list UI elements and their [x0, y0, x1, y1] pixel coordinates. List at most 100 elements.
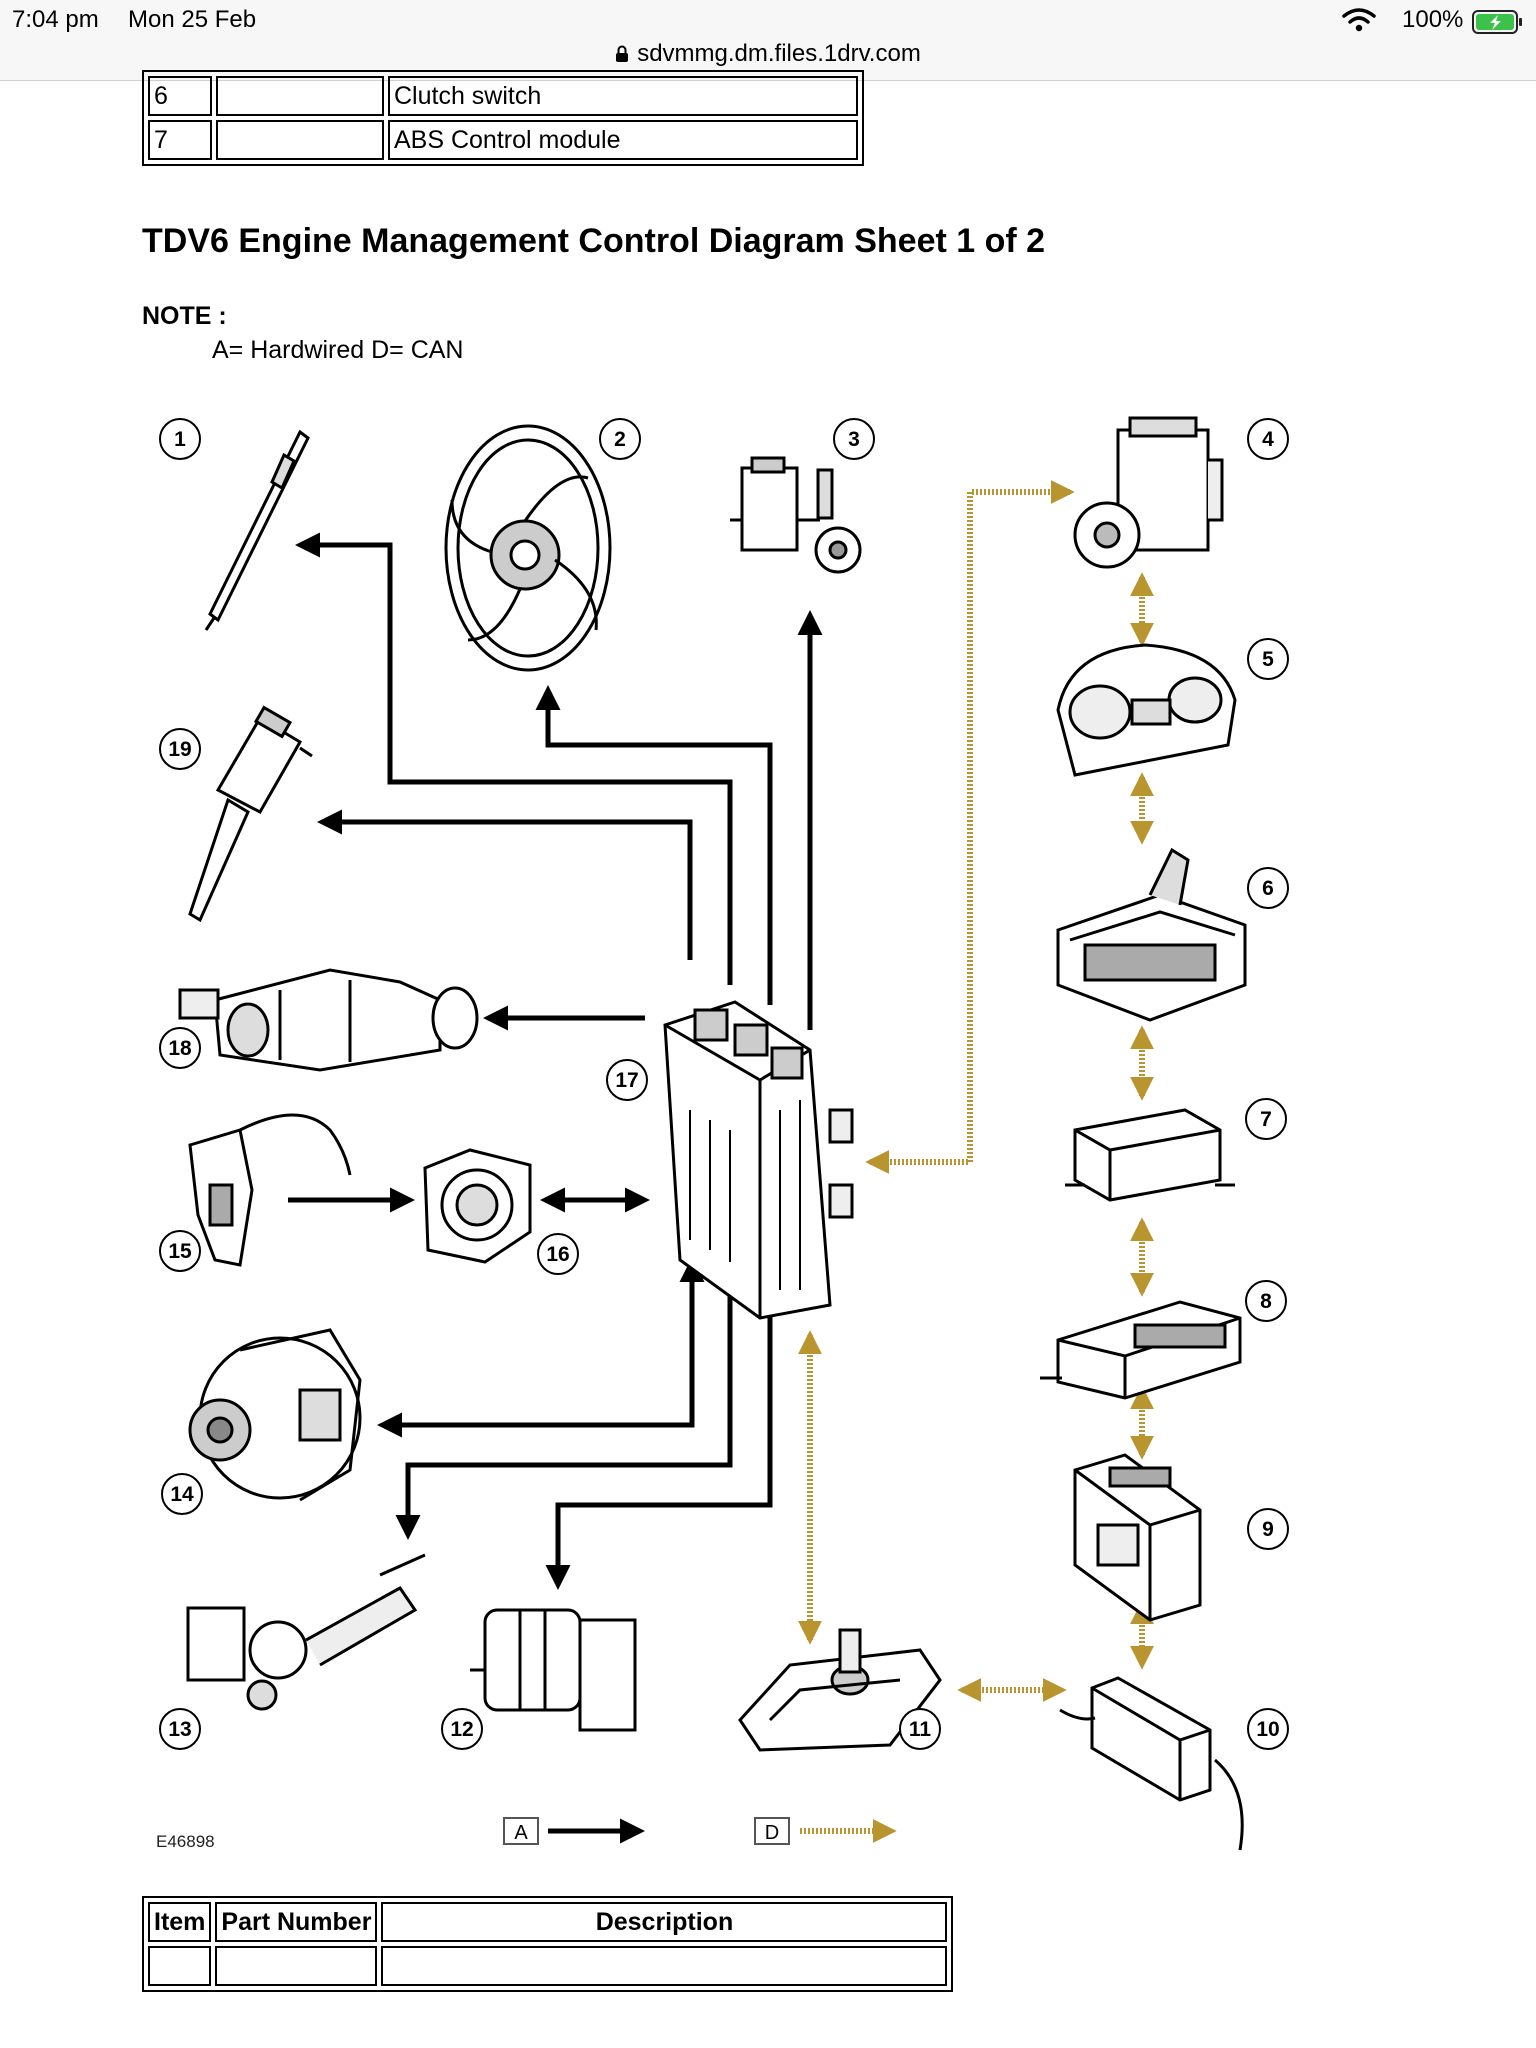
item-cell: 7	[148, 120, 212, 160]
battery-percentage: 100%	[1402, 6, 1464, 33]
browser-status-bar: 7:04 pm Mon 25 Feb 100% sdvmmg.dm.files.…	[0, 0, 1536, 81]
svg-text:11: 11	[909, 1718, 932, 1741]
url-bar[interactable]: sdvmmg.dm.files.1drv.com	[0, 40, 1536, 68]
lock-icon	[616, 45, 629, 62]
callout-7: 7	[1245, 1098, 1287, 1140]
svg-text:A: A	[514, 1822, 528, 1844]
svg-text:1: 1	[174, 428, 186, 451]
legend-hardwired: A	[503, 1817, 645, 1845]
callout-1: 1	[159, 418, 201, 460]
hardwired-connections	[288, 532, 823, 1590]
callout-16: 16	[537, 1233, 579, 1275]
gear-selector-icon	[738, 1628, 942, 1752]
svg-text:14: 14	[170, 1483, 194, 1506]
callout-4: 4	[1247, 418, 1289, 460]
svg-text:13: 13	[168, 1718, 191, 1741]
glow-plug-icon	[204, 429, 310, 631]
callout-18: 18	[159, 1027, 201, 1069]
callout-11: 11	[899, 1708, 941, 1750]
table-header-row: Item Part Number Description	[148, 1902, 948, 1942]
description-cell: Clutch switch	[388, 76, 858, 116]
svg-text:5: 5	[1262, 648, 1274, 671]
status-time: 7:04 pm	[12, 6, 99, 33]
table-row: 6 Clutch switch	[148, 76, 858, 116]
svg-text:8: 8	[1260, 1290, 1272, 1313]
wire-to-2	[535, 685, 773, 1005]
callout-13: 13	[159, 1708, 201, 1750]
callout-5: 5	[1247, 638, 1289, 680]
body-control-module-icon	[1040, 1300, 1242, 1400]
parts-table: Item Part Number Description	[142, 1896, 954, 1992]
abs-module-icon	[1073, 416, 1224, 569]
svg-text:4: 4	[1262, 428, 1274, 451]
wire-to-14	[377, 1257, 705, 1438]
gear-selector-module-icon	[1059, 1676, 1244, 1851]
column-header-description: Description	[381, 1902, 948, 1942]
part-number-cell	[215, 1946, 378, 1986]
svg-text:15: 15	[168, 1240, 192, 1263]
alternator-icon	[188, 1328, 362, 1502]
svg-text:12: 12	[450, 1718, 473, 1741]
svg-text:6: 6	[1262, 877, 1274, 900]
wire-to-1	[295, 532, 733, 985]
item-cell	[148, 1946, 212, 1986]
engine-control-diagram: 1 2 3 4 5 6 7 8 9 10 11 12 13 14 15 16 1…	[159, 416, 1289, 1851]
table-row: 7 ABS Control module	[148, 120, 858, 160]
part-number-cell	[216, 76, 384, 116]
svg-text:D: D	[765, 1822, 779, 1844]
column-header-item: Item	[148, 1902, 212, 1942]
column-header-part-number: Part Number	[215, 1902, 378, 1942]
svg-text:9: 9	[1262, 1518, 1274, 1541]
figure-id: E46898	[156, 1832, 215, 1851]
svg-text:19: 19	[168, 738, 191, 761]
pedal-sensor-icon	[188, 1113, 352, 1267]
airbag-module-icon	[1065, 1108, 1235, 1202]
legend-can: D	[754, 1817, 897, 1845]
callout-10: 10	[1247, 1708, 1289, 1750]
page-title: TDV6 Engine Management Control Diagram S…	[142, 222, 1046, 260]
throttle-body-icon	[178, 968, 479, 1072]
part-number-cell	[216, 120, 384, 160]
svg-text:10: 10	[1256, 1718, 1279, 1741]
callout-6: 6	[1247, 867, 1289, 909]
wire-to-19	[317, 809, 693, 960]
egr-valve-icon	[186, 1553, 426, 1711]
note-label: NOTE :	[142, 302, 227, 330]
wire-to-13	[395, 1295, 733, 1540]
callout-labels: 1 2 3 4 5 6 7 8 9 10 11 12 13 14 15 16 1…	[159, 418, 1289, 1750]
url-text: sdvmmg.dm.files.1drv.com	[637, 40, 921, 67]
callout-2: 2	[599, 418, 641, 460]
wire-to-12	[545, 1300, 773, 1590]
svg-text:16: 16	[546, 1243, 569, 1266]
callout-17: 17	[606, 1059, 648, 1101]
svg-text:3: 3	[848, 428, 860, 451]
fuse-box-icon	[1056, 847, 1247, 1022]
engine-control-module-icon	[663, 1000, 854, 1320]
fuel-injector-icon	[188, 705, 313, 923]
svg-text:18: 18	[168, 1037, 192, 1060]
can-17-4	[865, 480, 1075, 1174]
callout-14: 14	[161, 1473, 203, 1515]
solenoid-valve-icon	[730, 456, 862, 574]
description-cell: ABS Control module	[388, 120, 858, 160]
table-row	[148, 1946, 948, 1986]
cooling-fan-icon	[444, 424, 612, 672]
callout-15: 15	[159, 1230, 201, 1272]
status-date: Mon 25 Feb	[128, 6, 257, 33]
starter-motor-icon	[470, 1608, 637, 1732]
description-cell	[381, 1946, 948, 1986]
item-cell: 6	[148, 76, 212, 116]
callout-3: 3	[833, 418, 875, 460]
svg-text:17: 17	[615, 1069, 638, 1092]
wifi-icon	[1342, 8, 1376, 32]
diagram-legend: A D	[503, 1817, 897, 1845]
svg-text:2: 2	[614, 428, 626, 451]
battery-charging-icon	[1472, 10, 1522, 34]
svg-text:7: 7	[1260, 1108, 1272, 1131]
transmission-control-module-icon	[1073, 1453, 1202, 1622]
callout-12: 12	[441, 1708, 483, 1750]
callout-19: 19	[159, 728, 201, 770]
callout-8: 8	[1245, 1280, 1287, 1322]
can-connections	[798, 480, 1154, 1702]
instrument-cluster-icon	[1056, 643, 1237, 777]
